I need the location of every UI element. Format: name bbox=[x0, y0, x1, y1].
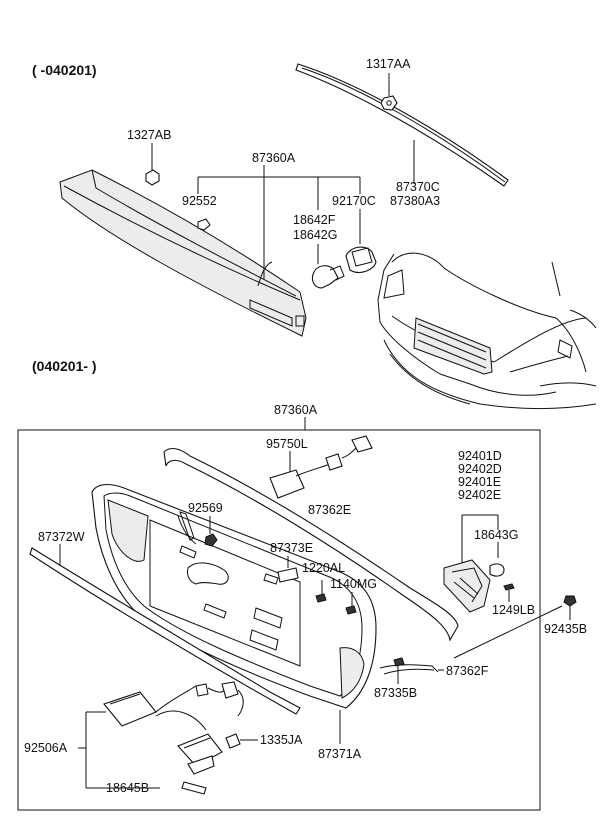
vehicle-rear-view bbox=[377, 252, 597, 409]
part-label-1327ab: 1327AB bbox=[127, 128, 172, 142]
part-label-87370c: 87370C bbox=[396, 180, 440, 194]
part-label-92435b: 92435B bbox=[544, 622, 588, 636]
section-label-after: (040201- ) bbox=[32, 358, 97, 374]
socket-92170c bbox=[345, 246, 377, 273]
pin-18645b bbox=[181, 781, 207, 795]
part-label-92552: 92552 bbox=[182, 194, 217, 208]
license-lamp-housing-upper bbox=[59, 169, 307, 337]
clip-nut-1317aa bbox=[380, 73, 398, 111]
clip-87373e bbox=[277, 556, 299, 583]
part-label-87335b: 87335B bbox=[374, 686, 418, 700]
part-label-92401d: 92401D bbox=[458, 449, 502, 463]
screw-1220al bbox=[315, 580, 327, 603]
bulb-18642f bbox=[311, 265, 345, 289]
part-label-92170c: 92170C bbox=[332, 194, 376, 208]
screw-1140mg bbox=[345, 592, 357, 615]
part-label-87380a3: 87380A3 bbox=[390, 194, 441, 208]
part-label-1220al: 1220AL bbox=[302, 561, 346, 575]
part-label-95750l: 95750L bbox=[266, 437, 308, 451]
part-label-87360a-top: 87360A bbox=[252, 151, 296, 165]
connector-95750l bbox=[269, 435, 373, 499]
part-label-18645b: 18645B bbox=[106, 781, 150, 795]
part-label-87360a-bottom: 87360A bbox=[274, 403, 318, 417]
part-label-1317aa: 1317AA bbox=[366, 57, 411, 71]
screw-92569 bbox=[204, 516, 218, 547]
part-label-1249lb: 1249LB bbox=[492, 603, 536, 617]
part-label-18643g: 18643G bbox=[474, 528, 519, 542]
clip-92435b bbox=[453, 595, 577, 659]
part-label-87362e: 87362E bbox=[308, 503, 352, 517]
screw-1249lb bbox=[503, 583, 515, 602]
part-label-1140mg: 1140MG bbox=[330, 577, 378, 591]
part-label-18642g: 18642G bbox=[293, 228, 338, 242]
harness-87362f bbox=[379, 657, 444, 684]
part-label-18642f: 18642F bbox=[293, 213, 336, 227]
part-label-1335ja: 1335JA bbox=[260, 733, 303, 747]
screw-92552 bbox=[197, 218, 211, 231]
part-label-92569: 92569 bbox=[188, 501, 223, 515]
moulding-strip-87370c bbox=[295, 63, 509, 187]
leaders-lower bbox=[78, 669, 442, 789]
part-label-92401e: 92401E bbox=[458, 475, 502, 489]
license-lamp-92401d bbox=[443, 514, 505, 613]
strip-87372w bbox=[29, 544, 301, 715]
section-label-before: ( -040201) bbox=[32, 62, 97, 78]
garnish-87371a bbox=[91, 483, 377, 709]
part-label-87362f: 87362F bbox=[446, 664, 489, 678]
part-label-87371a: 87371A bbox=[318, 747, 362, 761]
nut-1327ab bbox=[145, 143, 160, 186]
part-label-92402e: 92402E bbox=[458, 488, 502, 502]
leader-87360a-top bbox=[197, 165, 361, 280]
assembly-frame bbox=[17, 429, 541, 811]
part-label-92402d: 92402D bbox=[458, 462, 502, 476]
part-label-92506a: 92506A bbox=[24, 741, 68, 755]
part-label-87372w: 87372W bbox=[38, 530, 85, 544]
actuator-92506a bbox=[103, 681, 244, 775]
weatherstrip-87362e bbox=[163, 447, 459, 642]
part-label-87373e: 87373E bbox=[270, 541, 314, 555]
